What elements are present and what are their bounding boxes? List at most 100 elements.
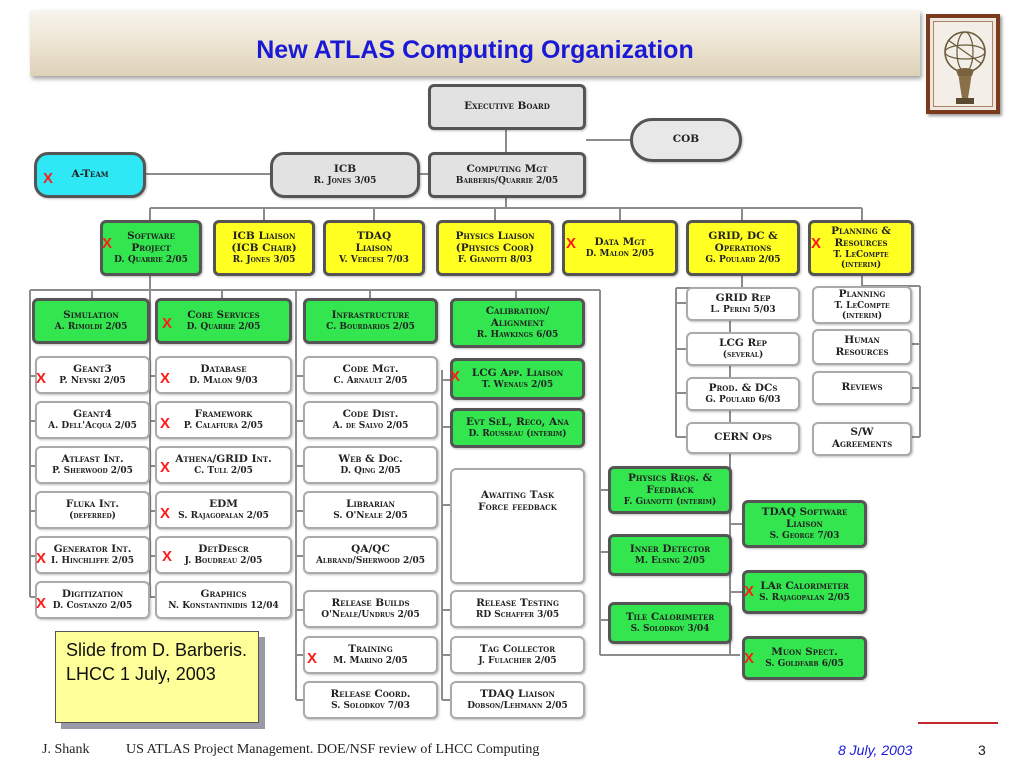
box-person-line: (deferred) [69,510,116,521]
x-marker-muon-spect: X [744,650,755,667]
box-person-line: S. Goldfarb 6/05 [765,658,844,669]
box-title-line: Atlfast Int. [61,453,124,466]
generator-int-box: Generator Int.I. Hinchliffe 2/05 [35,536,150,574]
box-person-line: L. Perini 5/03 [710,304,776,315]
box-person-line: (interim) [841,310,883,321]
box-person-line: T. LeCompte [834,300,890,311]
box-title-line: Tag Collector [479,643,556,656]
icb-liaison-box: ICB Liaison(ICB Chair)R. Jones 3/05 [213,220,315,276]
box-title-line: TDAQ Software [761,506,848,519]
atlas-statue-icon [944,31,986,104]
box-title-line: Liaison [355,241,393,254]
atlas-logo [926,14,1000,114]
box-title-line: Digitization [61,588,124,601]
box-title-line: Generator Int. [53,543,132,556]
box-title-line: LCG App. Liaison [471,367,564,380]
box-title-line: DetDescr [198,543,249,556]
box-title-line: Physics Liaison [455,230,535,243]
lcg-rep-box: LCG Rep(several) [686,332,800,366]
box-person-line: F. Gianotti 8/03 [457,254,533,265]
box-person-line: F. Gianotti (interim) [623,496,717,507]
release-coord-box: Release Coord.S. Solodkov 7/03 [303,681,438,719]
athena-grid-int-box: Athena/GRID Int.C. Tull 2/05 [155,446,292,484]
box-title-line: Resources [835,346,889,358]
box-title-line: Code Mgt. [342,363,399,376]
box-title-line: Force feedback [478,500,557,513]
box-person-line: D. Quarrie 2/05 [186,321,261,332]
box-title-line: Software [127,230,175,243]
cob-box: COB [630,118,742,162]
x-marker-lar-calorimeter: X [744,583,755,600]
box-title-line: (Physics Coor) [455,241,535,254]
box-person-line: D. Rousseau (interim) [468,428,567,439]
box-title-line: Human [844,334,880,347]
box-title-line: Fluka Int. [65,498,120,511]
box-title-line: Librarian [346,498,395,511]
box-title-line: Feedback [646,483,694,496]
box-title-line: Evt SeL, Reco, Ana [466,416,569,429]
box-title-line: Calibration/ [485,305,550,318]
box-person-line: R. Jones 3/05 [232,254,296,265]
box-person-line: S. Solodkov 3/04 [630,623,710,634]
box-title-line: Awaiting Task [480,489,555,501]
box-person-line: O'Neale/Undrus 2/05 [321,609,420,620]
box-title-line: Release Coord. [330,688,411,701]
x-marker-detdescr: X [162,548,173,565]
x-marker-a-team: X [43,170,54,187]
box-title-line: Database [200,363,247,376]
box-person-line: A. Rimoldi 2/05 [54,321,128,332]
box-title-line: Operations [714,241,772,254]
x-marker-lcg-app-liaison: X [450,368,461,385]
box-person-line: S. Rajagopalan 2/05 [178,510,269,521]
page-number: 3 [978,742,986,758]
box-title-line: Training [348,643,393,656]
box-person-line: D. Costanzo 2/05 [52,600,133,611]
box-title-line: (ICB Chair) [231,241,297,254]
x-marker-core-services: X [162,315,173,332]
box-title-line: QA/QC [351,543,390,556]
box-person-line: R. Jones 3/05 [313,175,377,186]
box-person-line: T. LeCompte [833,249,889,260]
box-title-line: Release Builds [331,597,410,610]
box-title-line: Physics Reqs. & [627,472,713,485]
x-marker-digitization: X [36,595,47,612]
box-title-line: TDAQ Liaison [480,688,555,701]
box-person-line: Albrand/Sherwood 2/05 [315,555,426,566]
footer-author: J. Shank [42,742,90,757]
code-dist-box: Code Dist.A. de Salvo 2/05 [303,401,438,439]
box-person-line: D. Malon 2/05 [585,248,655,259]
box-person-line: Barberis/Quarrie 2/05 [455,175,559,186]
box-title-line: Graphics [200,588,247,601]
box-title-line: Inner Detector [629,543,711,556]
box-title-line: Agreements [831,438,893,450]
box-title-line: CERN Ops [714,431,772,444]
x-marker-athena-grid: X [160,459,171,476]
a-team-box: A-Team [34,152,146,198]
box-title-line: Geant4 [73,408,112,421]
box-title-line: Project [131,241,171,254]
box-title-line: Athena/GRID Int. [175,453,272,466]
box-person-line: M. Marino 2/05 [333,655,408,666]
x-marker-data-mgt: X [566,235,577,252]
box-title-line: Tile Calorimeter [625,611,715,624]
box-title-line: Liaison [786,517,823,530]
box-person-line: Dobson/Lehmann 2/05 [467,700,568,711]
